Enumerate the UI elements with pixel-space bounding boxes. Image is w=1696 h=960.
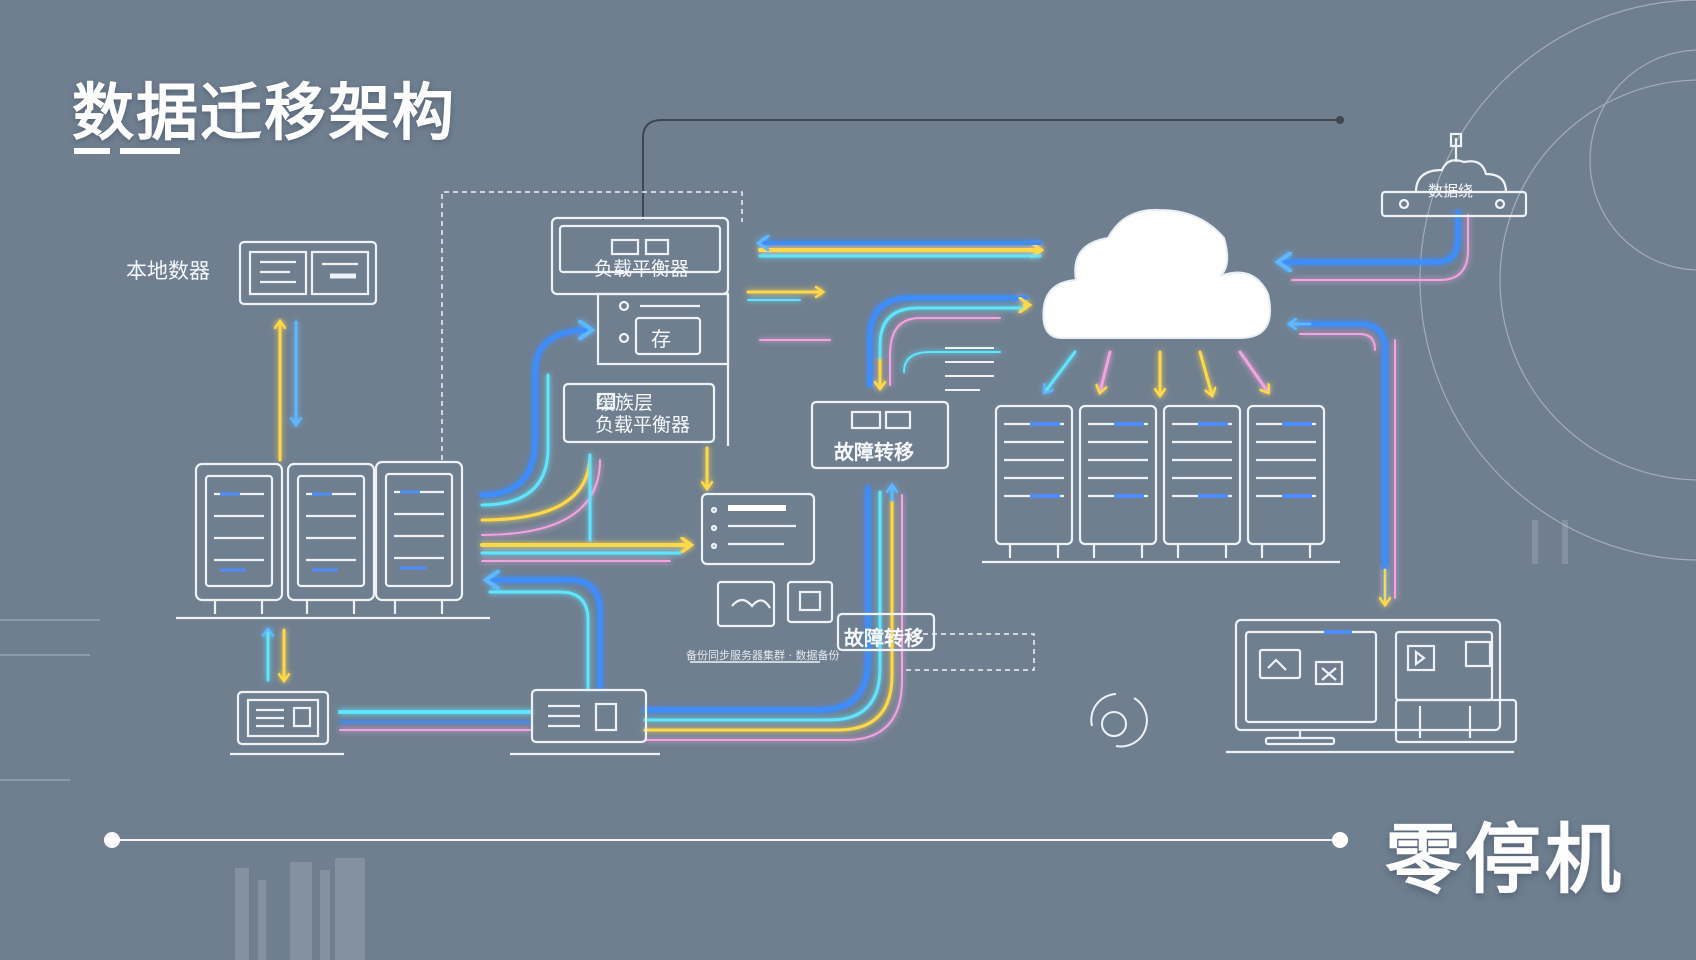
page-title: 数据迁移架构 [72, 76, 457, 149]
server-rack-icon [982, 404, 1340, 564]
cache-label: 存 [651, 327, 671, 351]
load-balancer-icon [550, 216, 730, 446]
server-rack-icon [176, 460, 490, 620]
tagline: 零停机 [1385, 815, 1625, 904]
caption-small: 备份同步服务器集群 · 数据备份 [686, 649, 840, 662]
failover-bottom-box [836, 612, 936, 652]
timeline [104, 832, 1348, 848]
monitor-icon [1226, 618, 1518, 754]
failover-box [810, 400, 950, 470]
load-balancer-label: 负载平衡器 [594, 258, 690, 280]
cloud-icon [1042, 208, 1272, 339]
data-warehouse-label: 数据绕 [1428, 182, 1474, 200]
failover-label: 故障转移 [834, 440, 914, 464]
local-data-label: 本地数器 [126, 259, 210, 283]
bottom-middle-device [510, 688, 660, 756]
failover-bottom-label: 故障转移 [844, 626, 924, 650]
data-warehouse-icon [1380, 132, 1528, 218]
bottom-left-device [230, 690, 344, 756]
cache-layer-label: 缓族层 [596, 392, 654, 414]
storage-icon [690, 492, 834, 663]
cache-layer-lb-label: 负载平衡器 [595, 414, 691, 436]
local-data-device [238, 240, 378, 306]
sync-icon [1090, 693, 1148, 748]
